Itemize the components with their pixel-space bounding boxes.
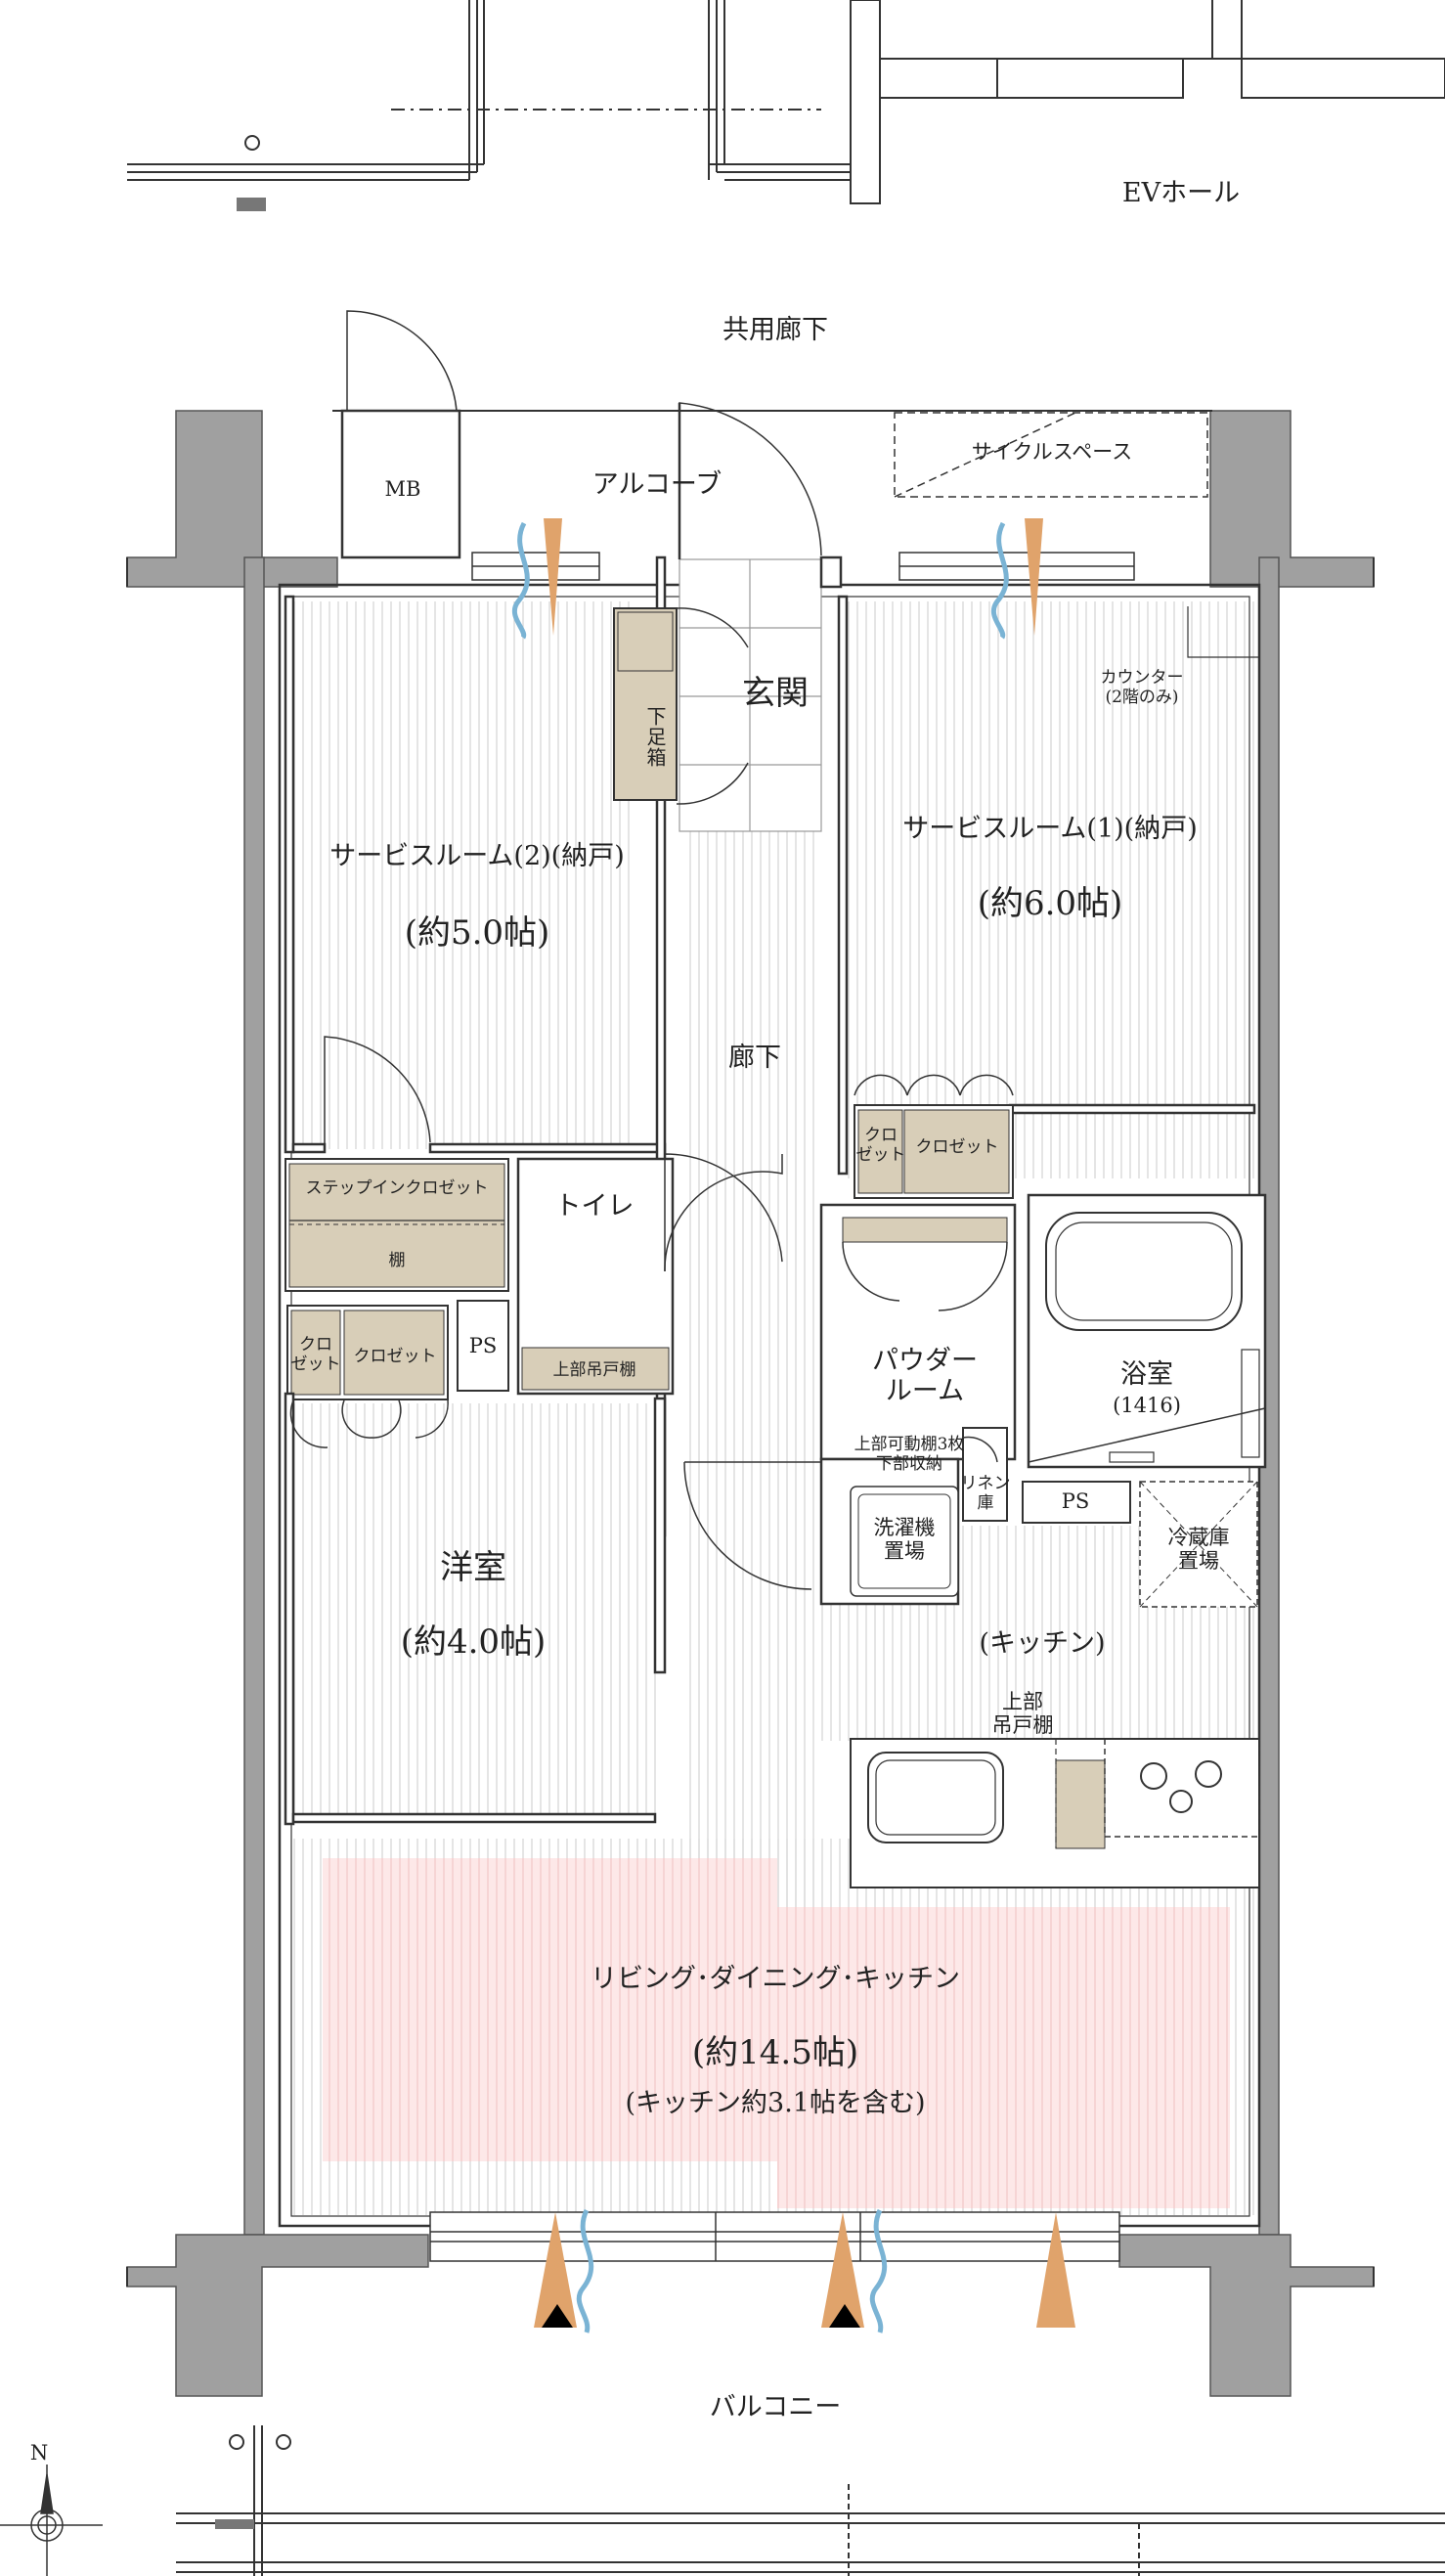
counter-label: カウンター (2階のみ) [1100,668,1184,707]
ldk-note: (キッチン約3.1帖を含む) [625,2088,926,2118]
north-label: N [29,2441,49,2465]
ps-label-2: PS [1061,1489,1090,1513]
kitchen-upper-shelf-label: 上部 吊戸棚 [991,1690,1054,1738]
step-in-closet-label: ステップインクロゼット [305,1178,489,1198]
ldk-highlight [323,1858,1230,2208]
common-corridor-label: 共用廊下 [722,315,828,345]
bathroom-size: (1416) [1113,1394,1181,1417]
shoe-box-label: 下足箱 [643,706,667,768]
ldk-size: (約14.5帖) [691,2033,859,2072]
hallway-label: 廊下 [728,1043,781,1073]
balcony-railing [176,2425,1445,2576]
ventilation-markers [511,518,1075,2333]
washer-label: 洗濯機 置場 [873,1516,936,1564]
mb-label: MB [384,477,421,501]
western-small-closet-label: クロ ゼット [290,1335,341,1374]
interior-walls [284,555,1267,1888]
windows [429,552,1135,2262]
powder-room-label: パウダー ルーム [872,1346,978,1407]
western-closet-label: クロゼット [353,1347,437,1366]
ldk-label: リビング･ダイニング･キッチン [591,1964,960,1994]
linen-label: リネン 庫 [960,1474,1011,1513]
western-room-label: 洋室 [440,1548,506,1587]
fridge-label: 冷蔵庫 置場 [1167,1526,1230,1574]
shelf-label: 棚 [388,1251,406,1270]
service-room-2-size: (約5.0帖) [404,913,550,953]
upper-shelf-note: 上部可動棚3枚 下部収納 [854,1435,965,1474]
ev-hall-label: EVホール [1121,178,1241,208]
service-room-1-size: (約6.0帖) [977,884,1123,923]
toilet-upper-shelf-label: 上部吊戸棚 [552,1360,636,1380]
western-room-size: (約4.0帖) [400,1622,547,1662]
cycle-space-box [894,412,1208,498]
ps-label-1: PS [468,1334,498,1357]
service-room-1-label: サービスルーム(1)(納戸) [902,814,1198,844]
doors [289,310,1014,1590]
upper-building [127,0,1445,211]
entrance-tile [679,558,822,832]
structure-walls [126,410,1375,2397]
toilet-label: トイレ [554,1191,635,1221]
sr1-closet-label: クロゼット [915,1137,999,1157]
cycle-space-label: サイクルスペース [971,440,1133,464]
alcove-label: アルコーブ [591,469,722,500]
sr1-small-closet-label: クロ ゼット [855,1126,906,1165]
entrance-label: 玄関 [742,674,809,713]
north-compass-icon [0,2465,103,2576]
bathroom-label: 浴室 [1120,1359,1173,1390]
balcony-label: バルコニー [709,2392,842,2422]
kitchen-label: (キッチン) [979,1628,1106,1659]
service-room-2-label: サービスルーム(2)(納戸) [329,841,625,871]
